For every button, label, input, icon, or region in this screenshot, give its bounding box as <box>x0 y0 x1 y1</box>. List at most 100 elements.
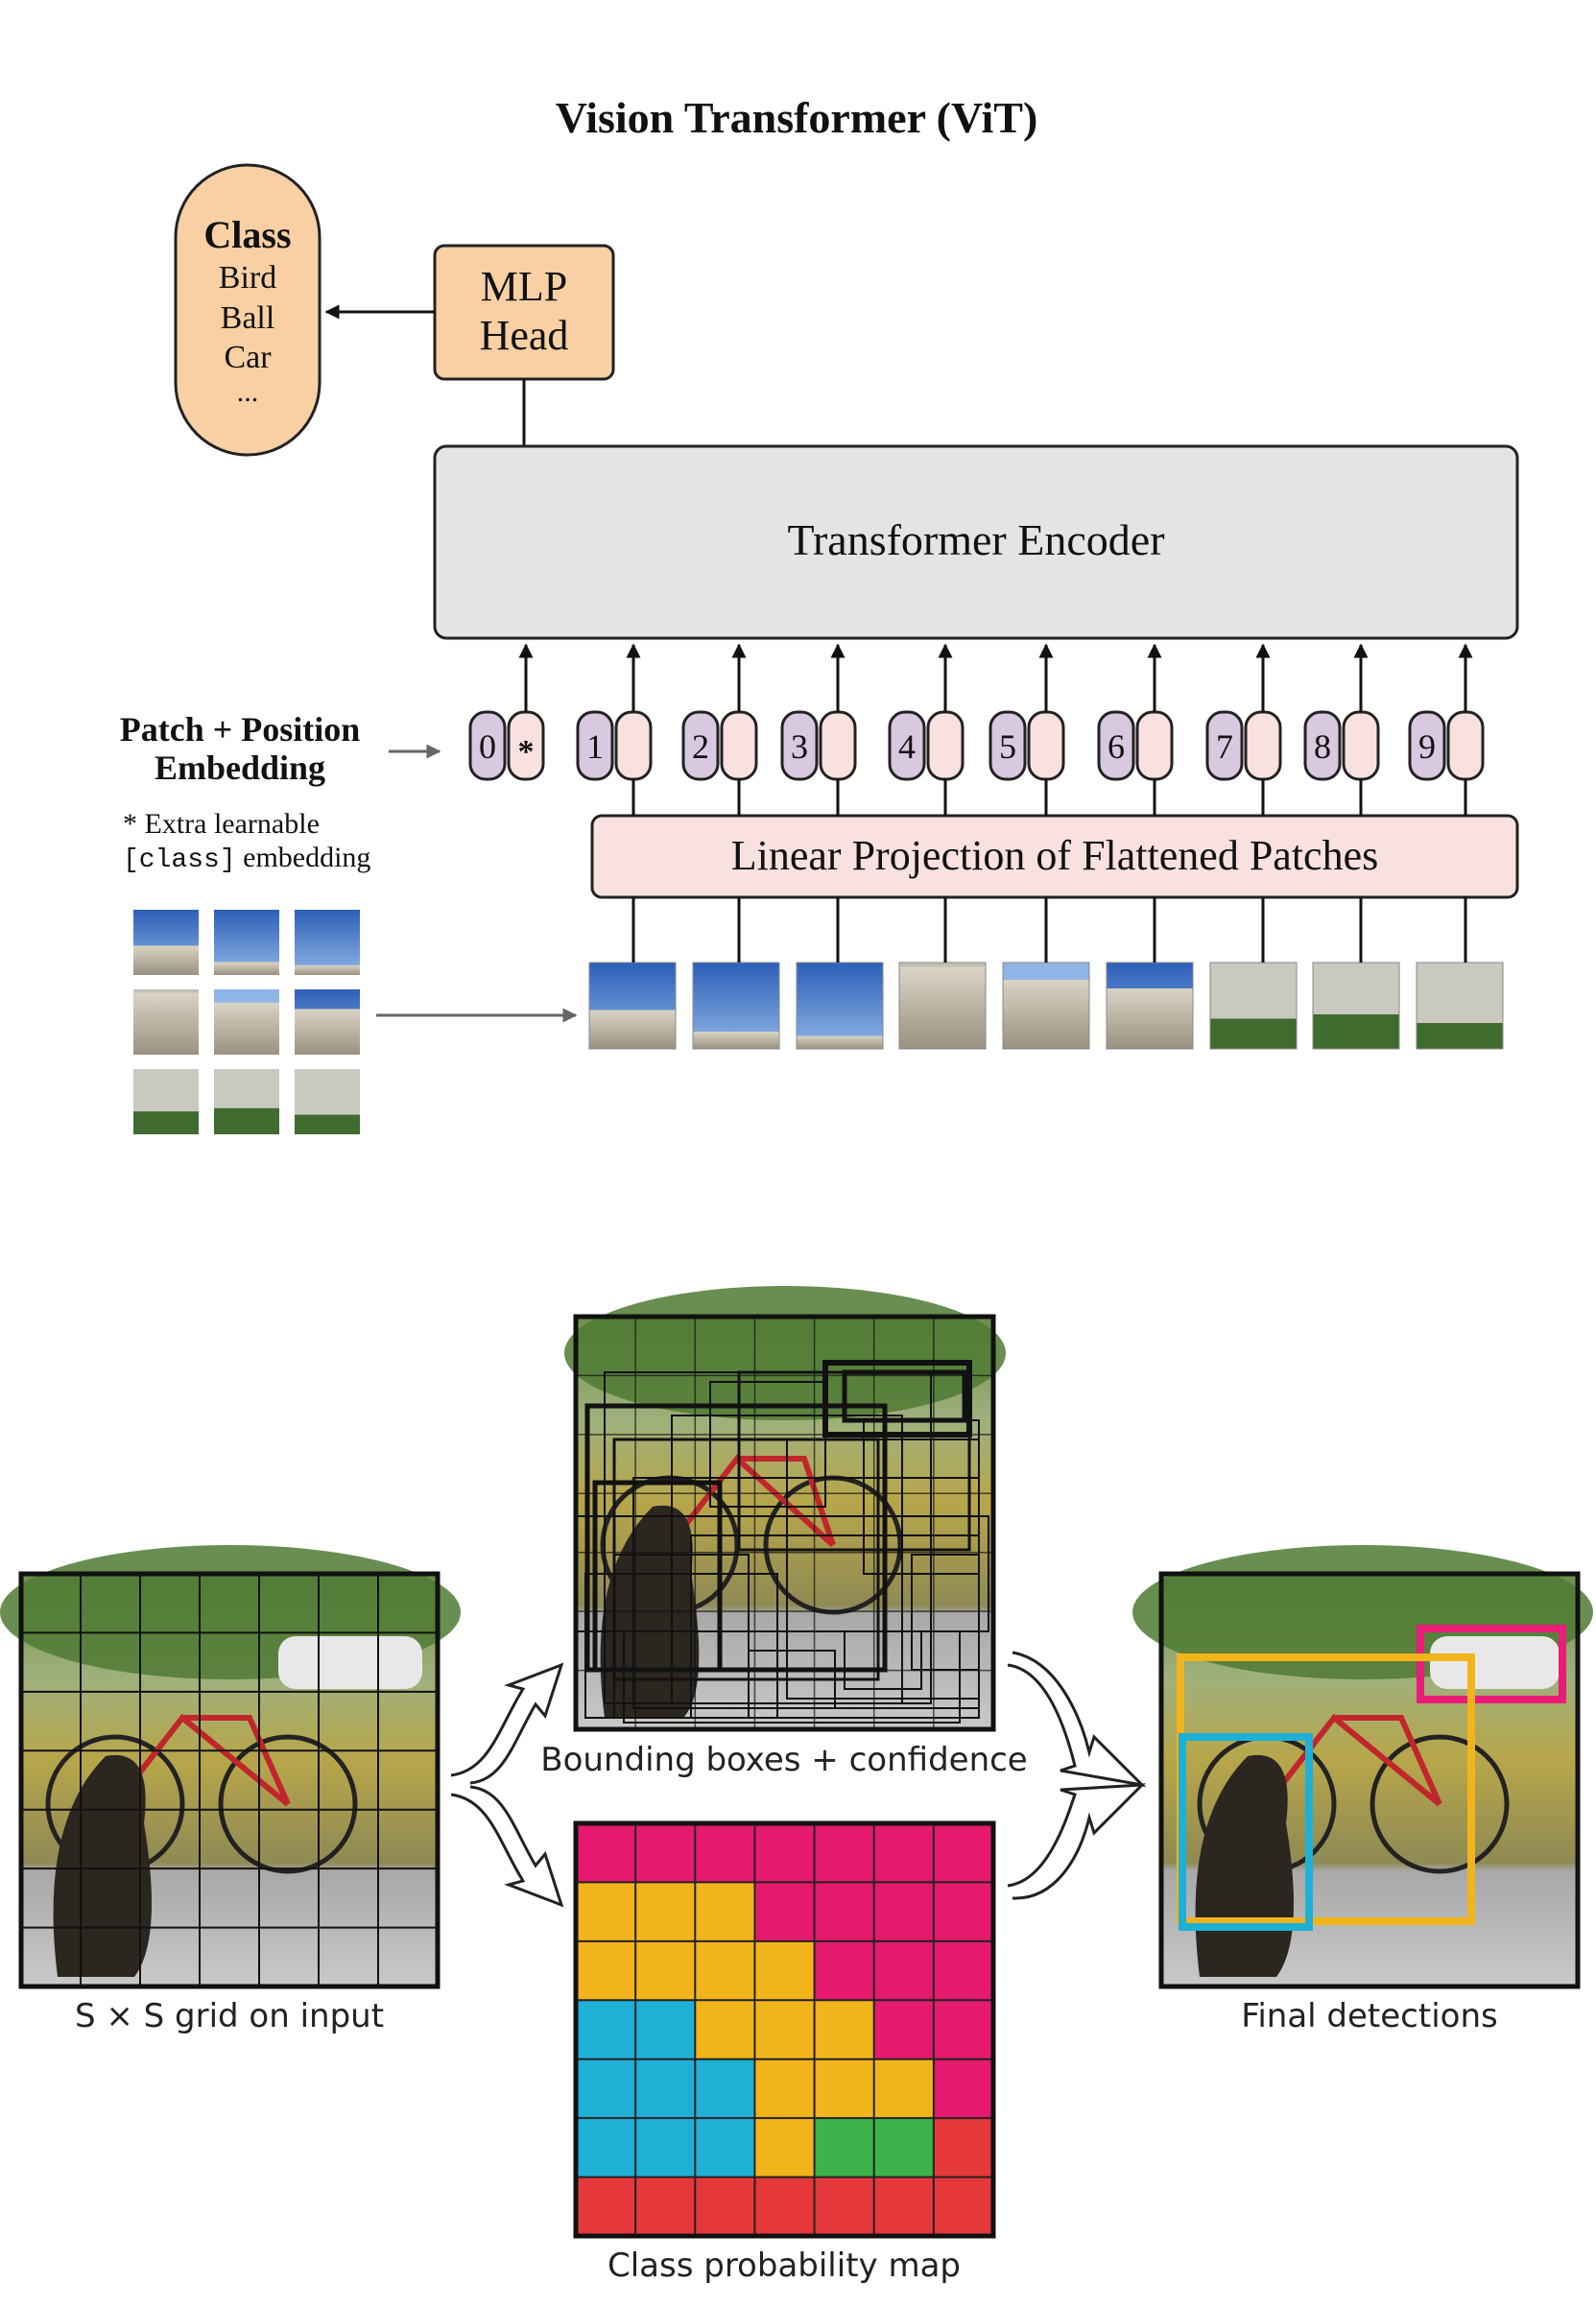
class-map-cell <box>754 2058 816 2119</box>
token-number-2: 2 <box>692 727 709 766</box>
class-map-cell <box>635 2000 696 2060</box>
candidate-box <box>584 1403 888 1673</box>
class-map-cell <box>754 2118 816 2178</box>
split-arrows-left <box>450 1662 564 1908</box>
position-embedding-0 <box>468 710 507 781</box>
merge-arrows-right <box>1007 1651 1147 1900</box>
bounding-box-overlay <box>575 1317 993 1729</box>
position-embedding-1 <box>576 710 614 781</box>
token-3: 3 <box>780 643 857 816</box>
patch-embedding-4 <box>926 710 965 781</box>
class-map-cell <box>873 2176 935 2237</box>
class-item-ball: Ball <box>221 300 275 336</box>
candidate-box <box>863 1419 980 1575</box>
token-number-3: 3 <box>791 727 808 766</box>
caption-bounding-boxes: Bounding boxes + confidence <box>540 1741 1027 1779</box>
class-map-cell <box>635 2058 696 2119</box>
yolo-boxes-panel: Bounding boxes + confidence <box>540 1286 1028 1779</box>
class-map-cell <box>814 2176 875 2237</box>
class-map-cell <box>635 1882 696 1942</box>
patch-row <box>588 897 1504 1050</box>
transformer-encoder-label: Transformer Encoder <box>787 515 1164 564</box>
image-patch-grid <box>133 910 360 1134</box>
extra-note-rest: embedding <box>236 842 371 873</box>
yolo-final-panel: Final detections <box>1132 1545 1593 2035</box>
class-probability-grid <box>576 1823 994 2237</box>
patch-7 <box>1209 897 1298 1050</box>
token-5: 5 <box>989 643 1065 816</box>
position-embedding-3 <box>780 710 819 781</box>
grid-patch-4 <box>133 989 199 1055</box>
class-map-cell <box>695 2176 755 2237</box>
embedding-label-line1: Patch + Position <box>120 710 361 749</box>
class-map-cell <box>873 1940 935 2001</box>
linear-projection-label: Linear Projection of Flattened Patches <box>731 832 1378 879</box>
candidate-box <box>911 1554 980 1671</box>
token-number-4: 4 <box>898 727 916 766</box>
caption-class-map: Class probability map <box>607 2247 961 2285</box>
grid-patch-8 <box>214 1069 279 1134</box>
token-7: 7 <box>1205 643 1282 816</box>
token-6: 6 <box>1097 643 1174 816</box>
patch-3 <box>796 897 884 1050</box>
class-map-cell <box>814 2058 875 2119</box>
class-item-car: Car <box>224 340 272 375</box>
candidate-box <box>709 1381 826 1508</box>
patch-embedding-1 <box>614 710 653 781</box>
patch-embedding-6 <box>1135 710 1174 781</box>
class-heading: Class <box>203 213 291 256</box>
patch-embedding-3 <box>819 710 857 781</box>
patch-1 <box>588 897 677 1050</box>
grid-patch-3 <box>295 910 360 975</box>
class-map-cell <box>873 2118 935 2178</box>
token-9: 9 <box>1408 643 1485 816</box>
patch-embedding-9 <box>1446 710 1485 781</box>
patch-embedding-7 <box>1244 710 1282 781</box>
class-map-cell <box>635 1823 696 1883</box>
class-map-cell <box>754 1940 816 2001</box>
position-embedding-5 <box>989 710 1027 781</box>
class-map-cell <box>576 2176 636 2237</box>
mlp-head-line2: Head <box>480 312 569 359</box>
class-map-cell <box>695 2000 755 2060</box>
candidate-box <box>844 1630 922 1690</box>
token-number-8: 8 <box>1314 727 1331 766</box>
candidate-box <box>604 1371 932 1704</box>
position-embedding-7 <box>1205 710 1244 781</box>
position-embedding-8 <box>1303 710 1342 781</box>
class-map-cell <box>635 1940 696 2001</box>
patch-6 <box>1106 897 1194 1050</box>
class-token-symbol: * <box>518 734 535 770</box>
candidate-box <box>613 1554 750 1719</box>
patch-8 <box>1312 897 1400 1050</box>
class-output-box: Class Bird Ball Car ... <box>174 163 322 457</box>
patch-embedding-5 <box>1027 710 1065 781</box>
patch-2 <box>692 897 780 1050</box>
token-0: 0* <box>468 643 545 781</box>
class-map-cell <box>576 2000 636 2060</box>
class-map-cell <box>695 2118 755 2178</box>
token-number-5: 5 <box>999 727 1016 766</box>
input-scene-image <box>0 1545 461 1986</box>
class-map-cell <box>695 2058 755 2119</box>
grid-patch-9 <box>295 1069 360 1134</box>
class-map-cell <box>933 2118 994 2178</box>
token-2: 2 <box>681 643 758 816</box>
class-map-cell <box>635 2118 696 2178</box>
token-8: 8 <box>1303 643 1380 816</box>
token-1: 1 <box>576 643 653 816</box>
class-map-cell <box>814 2118 875 2178</box>
extra-note-code: [class] <box>123 845 236 875</box>
yolo-class-map-panel: Class probability map <box>573 1820 996 2285</box>
boxes-scene-image <box>564 1286 1006 1729</box>
class-map-cell <box>814 1823 875 1883</box>
class-map-cell <box>933 1882 994 1942</box>
patch-4 <box>898 897 987 1050</box>
caption-grid-input: S × S grid on input <box>75 1997 384 2035</box>
yolo-input-panel: S × S grid on input <box>0 1545 461 2035</box>
grid-patch-1 <box>133 910 199 975</box>
class-map-cell <box>933 1823 994 1883</box>
position-embedding-4 <box>888 710 926 781</box>
class-map-cell <box>933 2000 994 2060</box>
